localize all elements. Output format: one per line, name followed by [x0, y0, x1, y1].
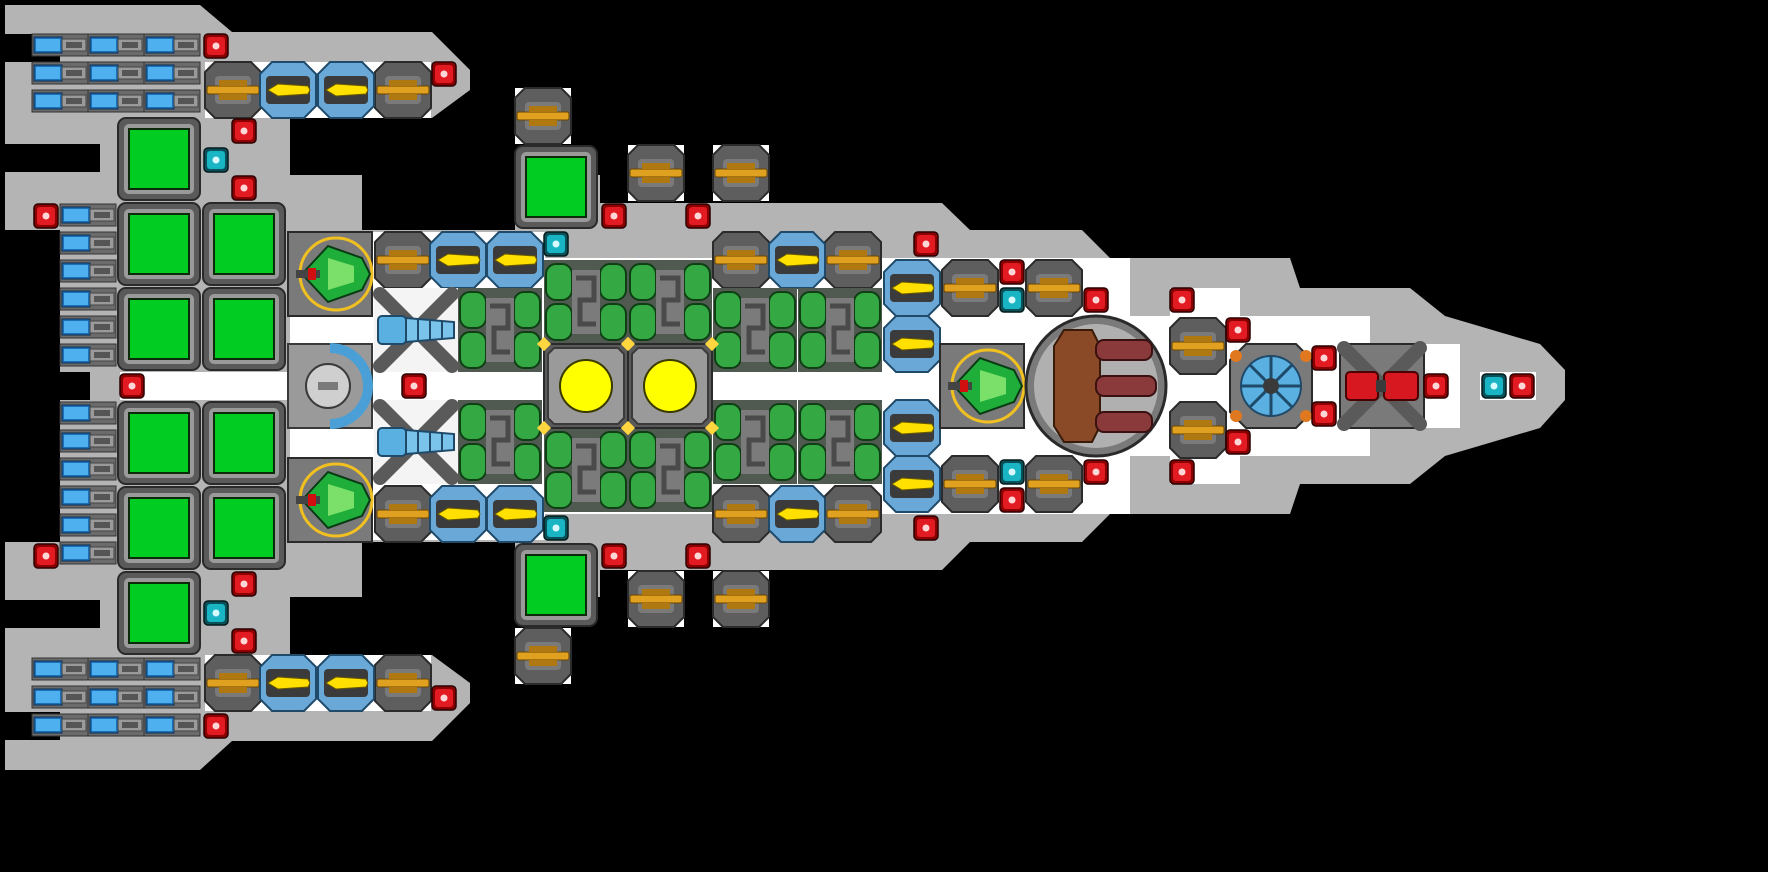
- laser-emitter-icon[interactable]: [1337, 341, 1427, 431]
- radar-dish-icon[interactable]: [287, 343, 373, 429]
- reactors[interactable]: [535, 335, 721, 437]
- heavy-gun-turret-icon[interactable]: [1024, 314, 1168, 458]
- sensor-array-icon[interactable]: [1229, 343, 1313, 429]
